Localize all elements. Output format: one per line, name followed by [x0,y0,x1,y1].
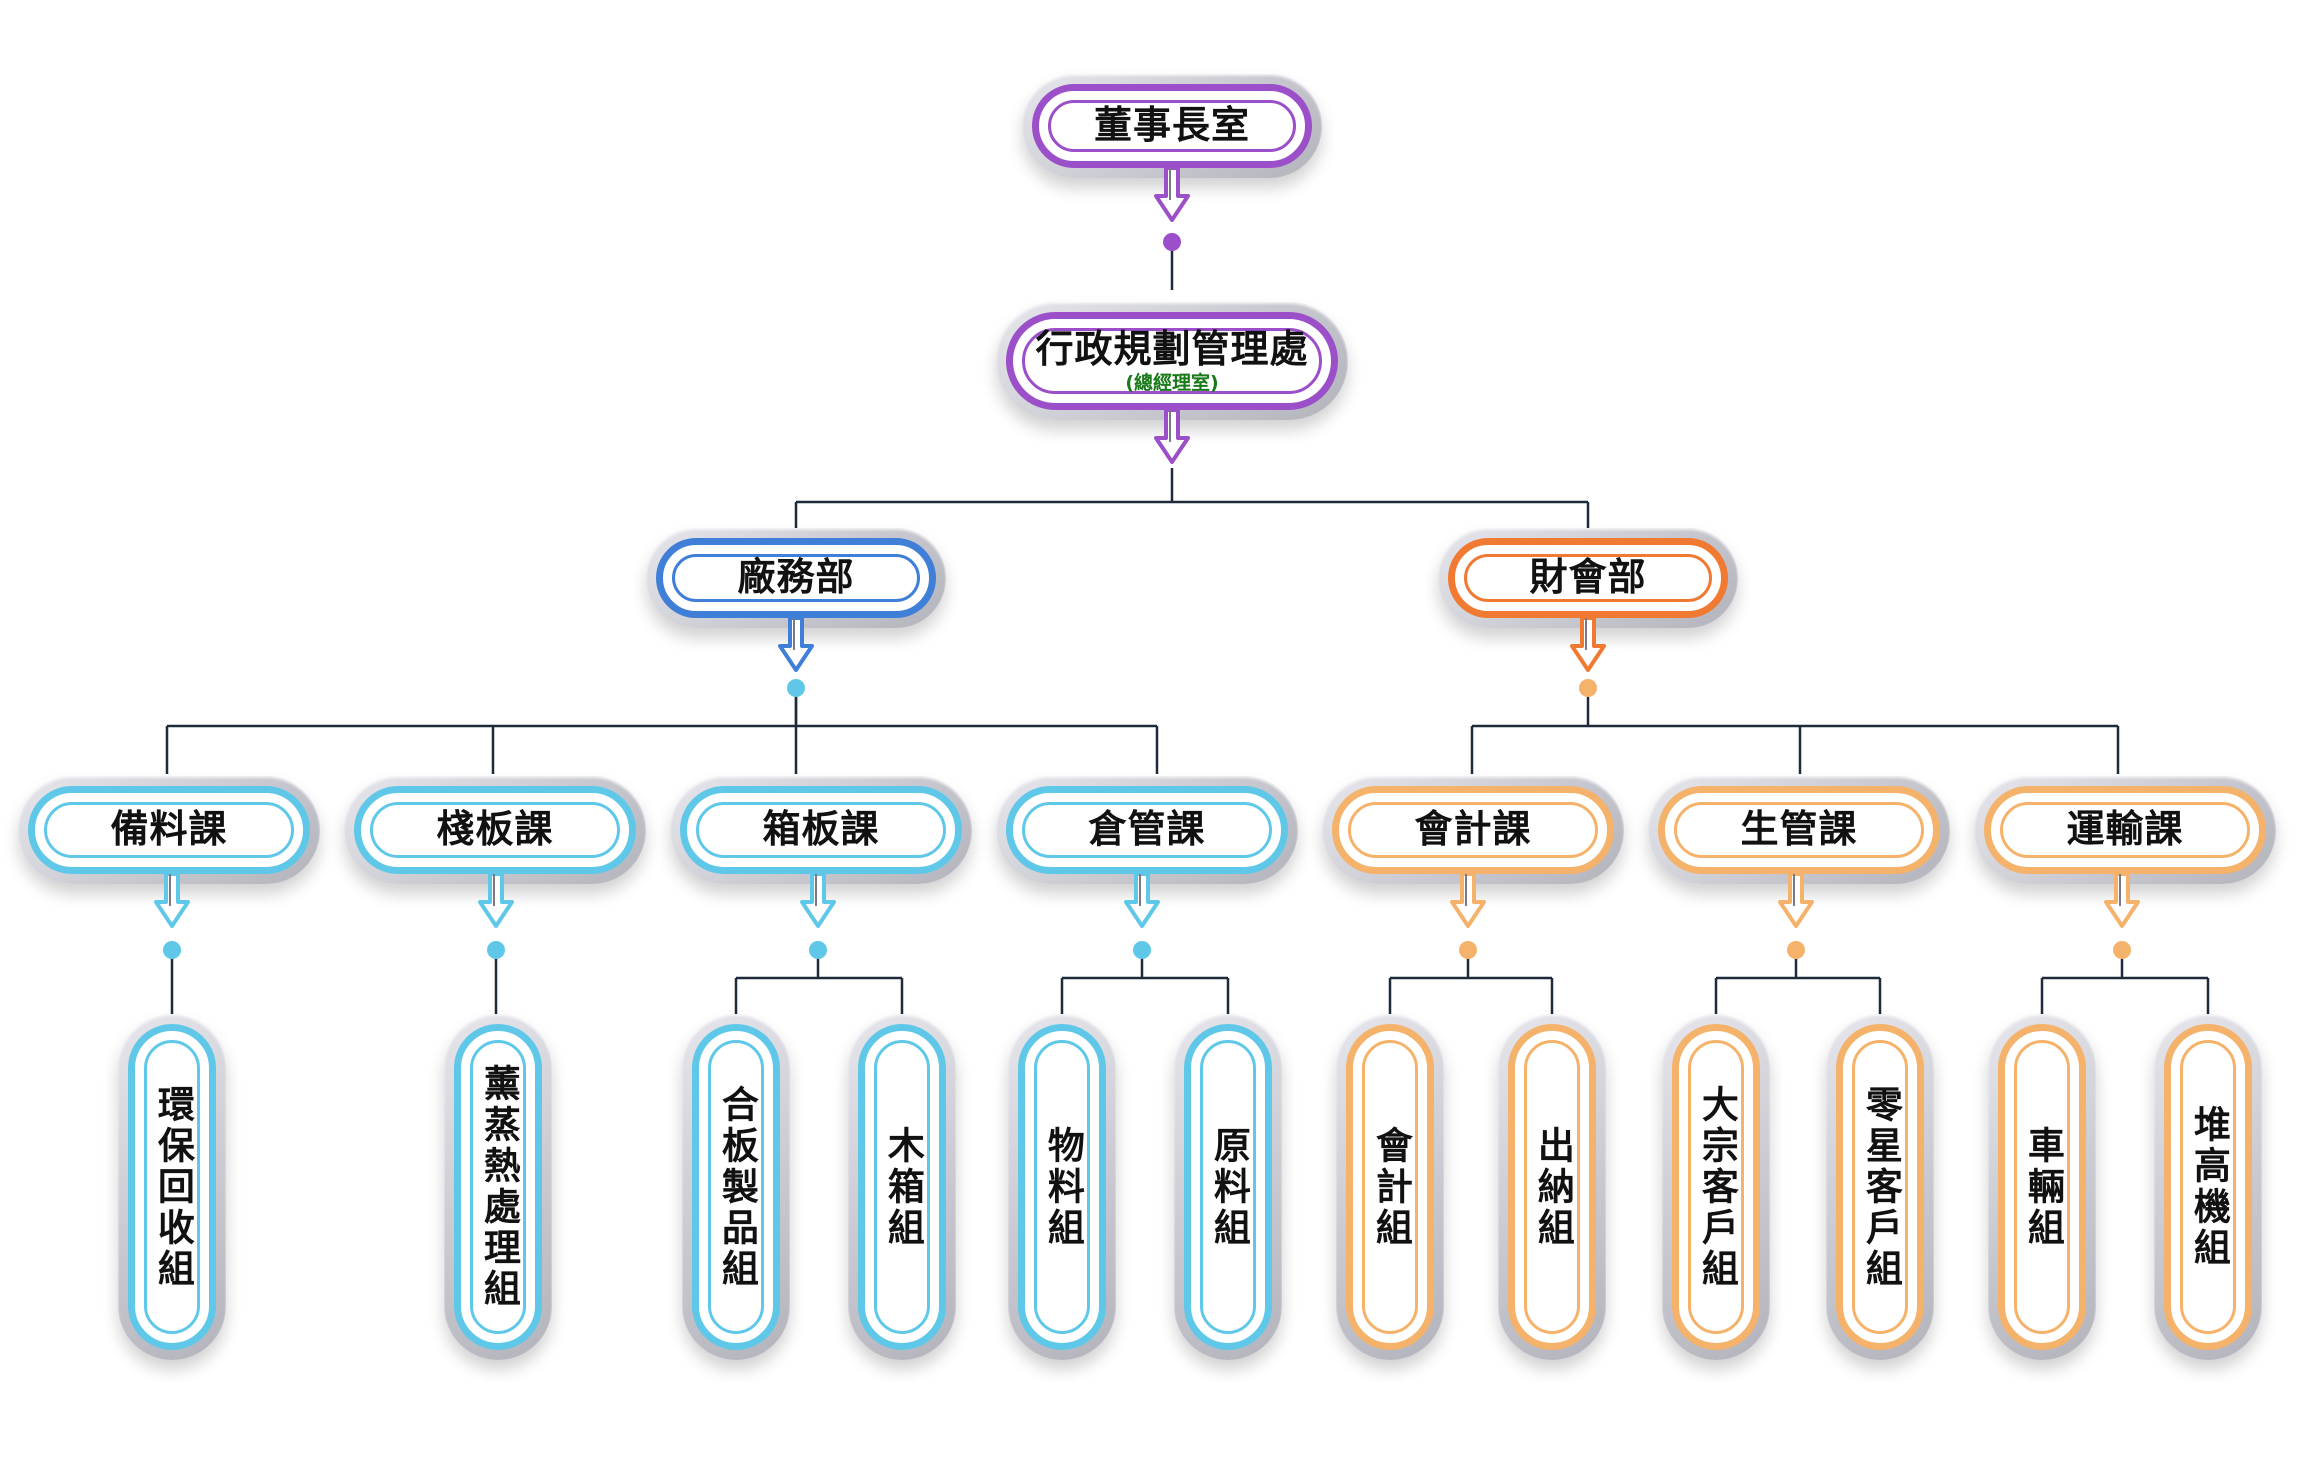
node-forklift: 堆高機組 [2154,1014,2262,1360]
node-plank: 棧板課 [344,776,646,884]
node-label: 零星客戶組 [1859,1084,1903,1290]
node-label: 運輸課 [2066,807,2184,852]
node-sublabel: (總經理室) [1125,372,1219,395]
node-crate: 箱板課 [670,776,972,884]
down-arrow-icon [1154,166,1190,222]
down-arrow-icon [778,616,814,672]
down-arrow-icon [800,872,836,928]
node-label: 棧板課 [436,807,554,852]
node-plywood: 合板製品組 [682,1014,790,1360]
connector-dot [1787,941,1805,959]
node-goods: 物料組 [1008,1014,1116,1360]
node-woodcrate: 木箱組 [848,1014,956,1360]
down-arrow-icon [2104,872,2140,928]
node-label: 環保回收組 [151,1084,195,1290]
node-rawmat: 原料組 [1174,1014,1282,1360]
node-finance: 財會部 [1438,528,1738,628]
node-acct-group: 會計組 [1336,1014,1444,1360]
node-label: 廠務部 [737,555,855,600]
node-cashier: 出納組 [1498,1014,1606,1360]
node-accounting: 會計課 [1322,776,1624,884]
down-arrow-icon [1450,872,1486,928]
node-recycle: 環保回收組 [118,1014,226,1360]
connector-dot [809,941,827,959]
node-retail: 零星客戶組 [1826,1014,1934,1360]
node-label: 會計組 [1369,1125,1413,1249]
connector-dot [1459,941,1477,959]
connector-dot [2113,941,2131,959]
node-label: 薰蒸熱處理組 [477,1064,521,1310]
node-label: 會計課 [1414,807,1532,852]
node-label: 箱板課 [762,807,880,852]
node-chairman: 董事長室 [1022,74,1322,178]
down-arrow-icon [1778,872,1814,928]
node-fumigation: 薰蒸熱處理組 [444,1014,552,1360]
down-arrow-icon [1124,872,1160,928]
node-factory: 廠務部 [646,528,946,628]
down-arrow-icon [478,872,514,928]
node-label: 倉管課 [1088,807,1206,852]
down-arrow-icon [1154,408,1190,464]
node-label: 董事長室 [1093,103,1250,148]
node-label: 車輛組 [2021,1125,2065,1249]
node-label: 原料組 [1207,1125,1251,1249]
connector-dot [1163,233,1181,251]
node-label: 生管課 [1740,807,1858,852]
node-label: 備料課 [110,807,228,852]
node-label: 木箱組 [881,1125,925,1249]
node-label: 行政規劃管理處 [1035,326,1309,371]
node-label: 堆高機組 [2187,1105,2231,1269]
node-label: 合板製品組 [715,1084,759,1290]
node-admin: 行政規劃管理處 (總經理室) [996,302,1348,420]
node-materials: 備料課 [18,776,320,884]
node-transport: 運輸課 [1974,776,2276,884]
connector-dot [487,941,505,959]
connector-dot [163,941,181,959]
connector-dot [787,679,805,697]
node-label: 物料組 [1041,1125,1085,1249]
down-arrow-icon [1570,616,1606,672]
node-warehouse: 倉管課 [996,776,1298,884]
node-label: 出納組 [1531,1125,1575,1249]
connector-dot [1133,941,1151,959]
node-bulk: 大宗客戶組 [1662,1014,1770,1360]
node-label: 大宗客戶組 [1695,1084,1739,1290]
node-vehicle: 車輛組 [1988,1014,2096,1360]
connector-dot [1579,679,1597,697]
node-production: 生管課 [1648,776,1950,884]
down-arrow-icon [154,872,190,928]
node-label: 財會部 [1529,555,1647,600]
